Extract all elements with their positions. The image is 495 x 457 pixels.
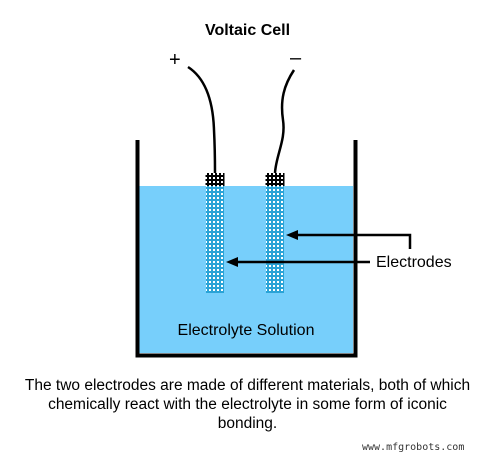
negative-wire bbox=[273, 69, 296, 174]
watermark: www.mfgrobots.com bbox=[362, 442, 465, 453]
beaker-container bbox=[135, 140, 358, 358]
electrolyte-solution bbox=[139, 186, 353, 353]
electrodes-label: Electrodes bbox=[376, 254, 452, 271]
left-electrode bbox=[205, 173, 225, 293]
positive-wire bbox=[187, 65, 217, 174]
electrode-pointer-lines bbox=[226, 230, 412, 267]
positive-terminal-sign: + bbox=[169, 49, 181, 71]
diagram-title: Voltaic Cell bbox=[204, 22, 291, 39]
caption-text: The two electrodes are made of different… bbox=[24, 377, 471, 432]
negative-terminal-sign: – bbox=[290, 47, 302, 69]
electrolyte-solution-label: Electrolyte Solution bbox=[177, 322, 315, 339]
right-electrode bbox=[265, 173, 285, 293]
